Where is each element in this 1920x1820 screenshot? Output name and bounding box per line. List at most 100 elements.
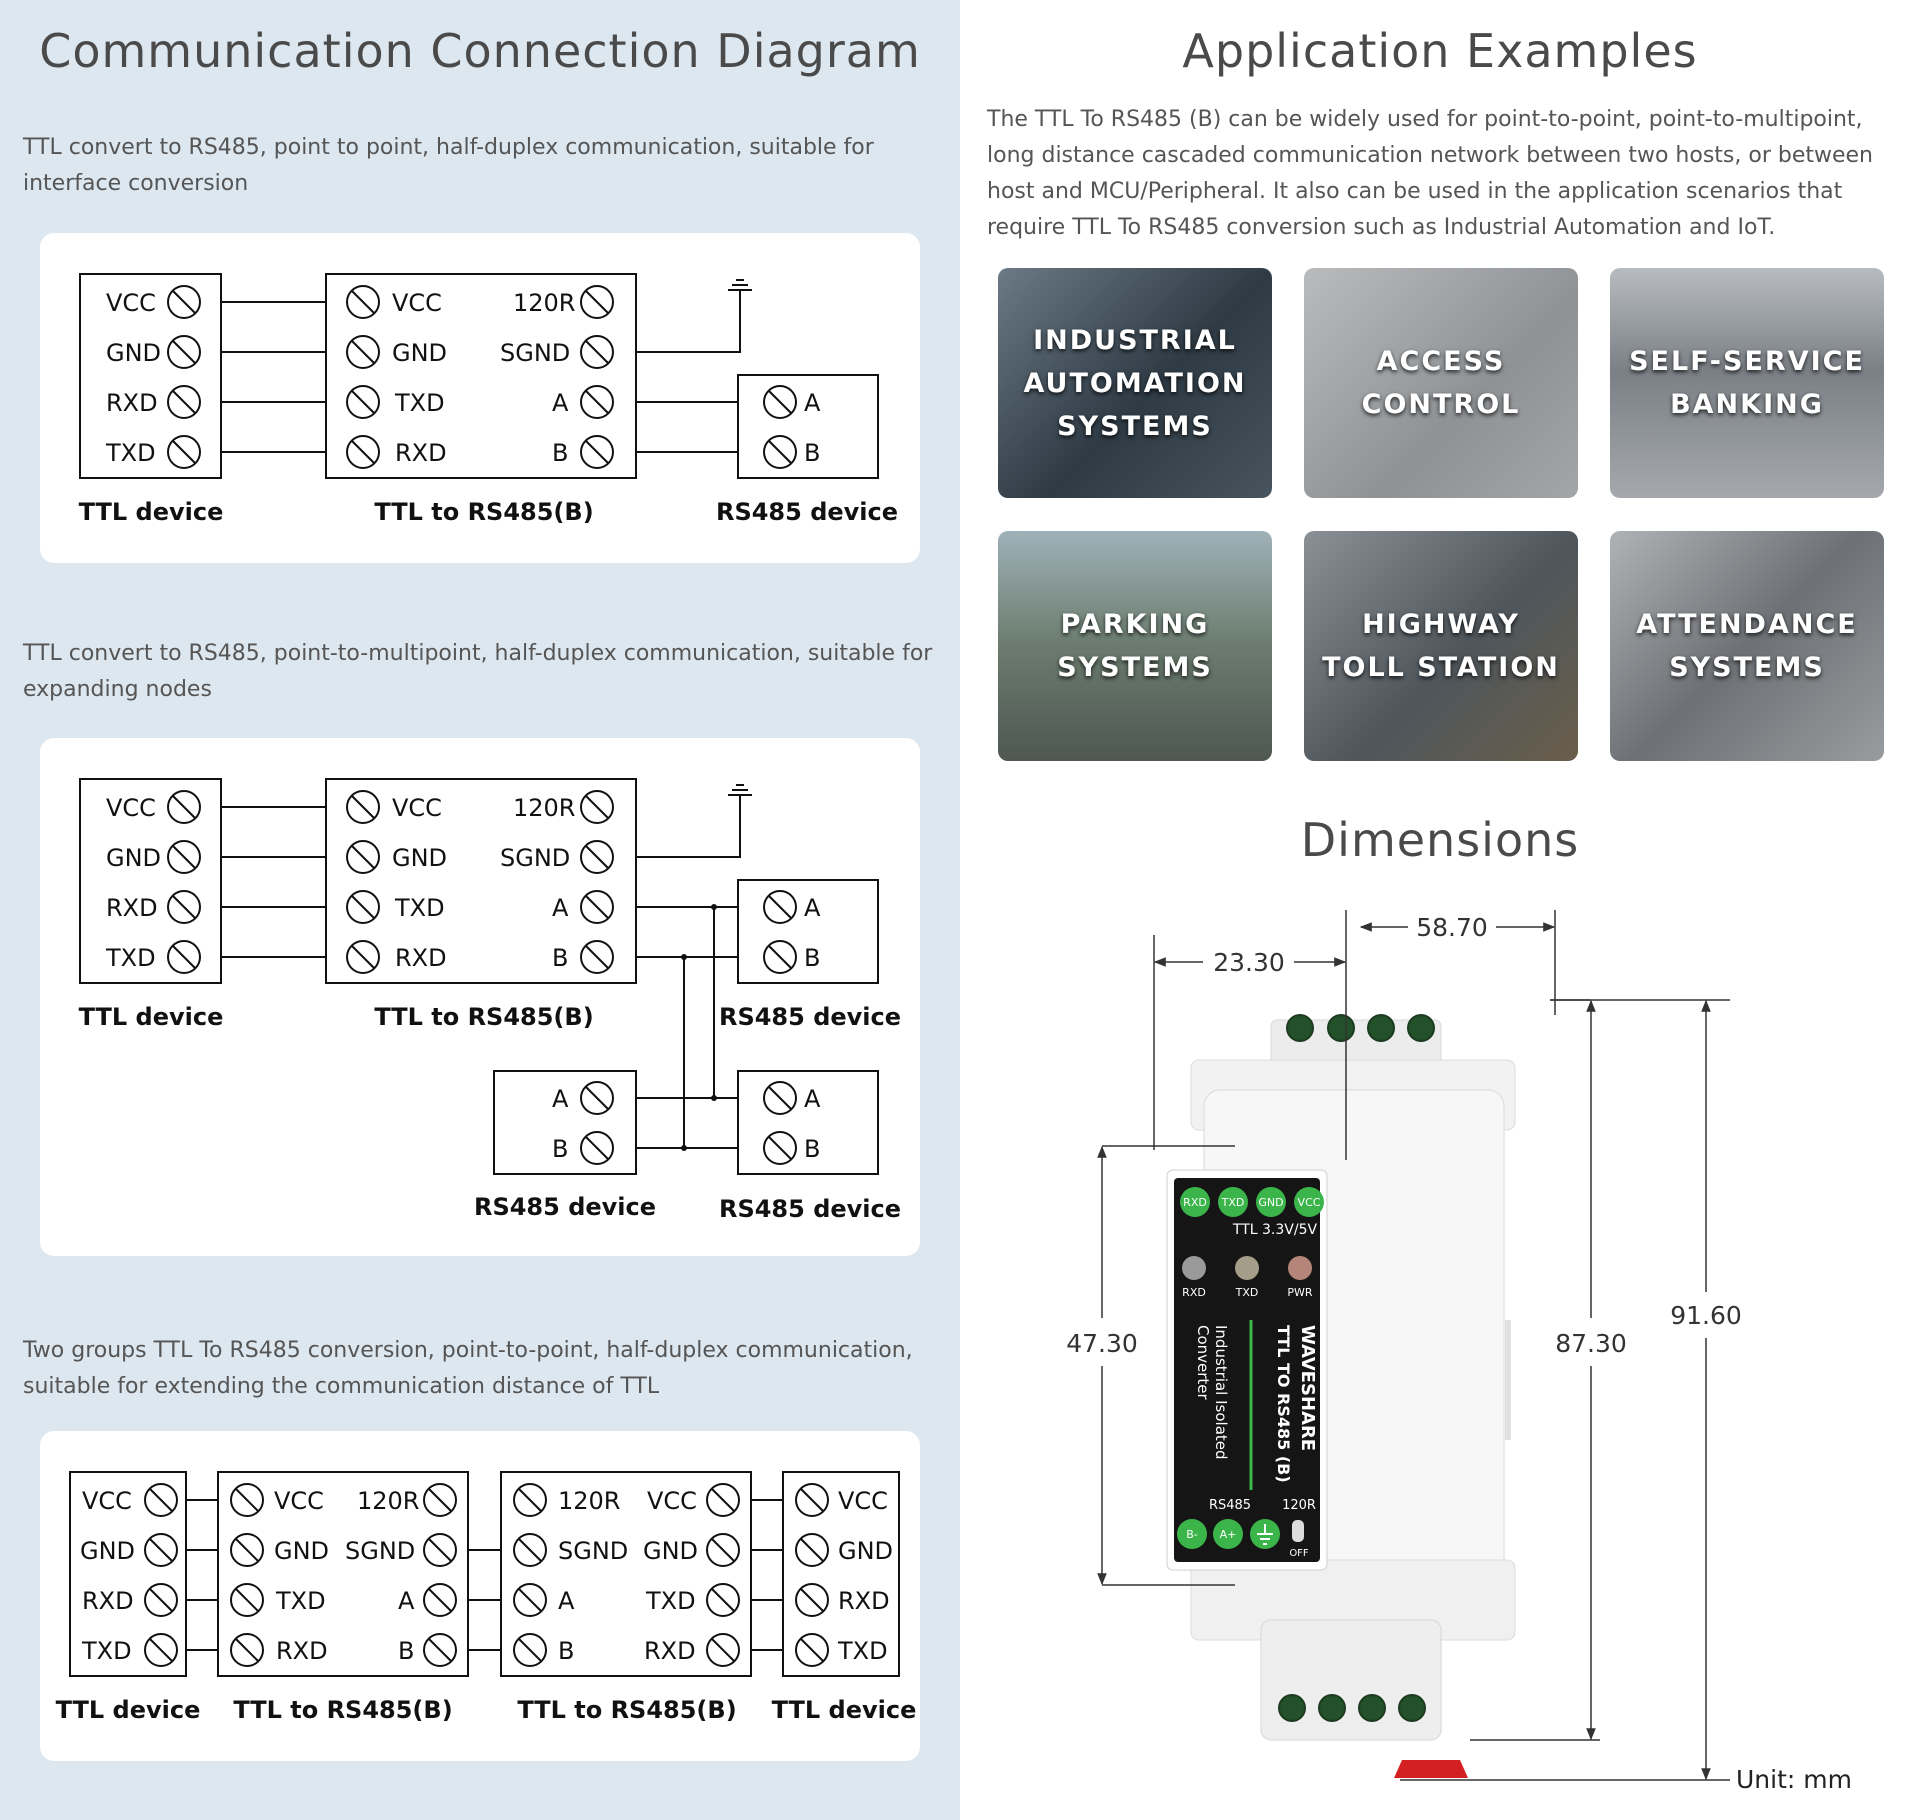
terminal-screw-icon	[167, 790, 797, 1165]
pin-label: VCC	[392, 289, 442, 317]
termination-switch	[1292, 1520, 1304, 1542]
pin-label: GND	[80, 1537, 135, 1565]
pin-label: B	[558, 1637, 574, 1665]
status-led	[1182, 1256, 1312, 1280]
tile-photo	[1610, 531, 1884, 761]
pin-label: B	[804, 439, 820, 467]
pin-label: GND	[392, 339, 447, 367]
device-pin-label: B-	[1186, 1528, 1198, 1541]
pin-label: B	[552, 944, 568, 972]
tile-label: PARKING SYSTEMS	[1057, 609, 1213, 683]
pin-label: GND	[106, 339, 161, 367]
pin-label: GND	[106, 844, 161, 872]
pin-label: TXD	[394, 894, 445, 922]
pin-label: A	[552, 1085, 569, 1113]
pin-label: B	[804, 944, 820, 972]
dimension-panel-height: 47.30	[1066, 1329, 1138, 1358]
dimension-lines	[1097, 910, 1730, 1781]
device-pin-label: TXD	[1221, 1196, 1245, 1209]
diagram-card-2: VCC GND RXD TXD VCC GND TXD RXD 120R SGN…	[40, 738, 920, 1256]
tile-self-service-banking[interactable]: SELF-SERVICE BANKING	[1610, 268, 1884, 498]
diagram-3: VCC GND RXD TXD VCC GND TXD RXD 120R SGN…	[56, 1471, 917, 1724]
pin-label: RXD	[838, 1587, 890, 1615]
diagram-card-3: VCC GND RXD TXD VCC GND TXD RXD 120R SGN…	[40, 1431, 920, 1761]
device-pin-label: RXD	[1183, 1196, 1207, 1209]
rs485-device-label: RS485 device	[716, 498, 898, 526]
application-panel: Application Examples The TTL To RS485 (B…	[960, 0, 1920, 1820]
device-pin-label: A+	[1220, 1528, 1237, 1541]
converter-label: TTL to RS485(B)	[374, 498, 593, 526]
pin-label: A	[558, 1587, 575, 1615]
tile-attendance-systems[interactable]: ATTENDANCE SYSTEMS	[1610, 531, 1884, 761]
dimensions-title: Dimensions	[1300, 813, 1580, 867]
tile-label: SELF-SERVICE BANKING	[1629, 346, 1865, 420]
pin-label: B	[804, 1135, 820, 1163]
rs485-device-label: RS485 device	[719, 1003, 901, 1031]
pin-label: VCC	[106, 794, 156, 822]
pin-label: RXD	[395, 944, 447, 972]
diagram-desc-3: Two groups TTL To RS485 conversion, poin…	[23, 1338, 913, 1399]
pin-label: VCC	[838, 1487, 888, 1515]
device-model: TTL TO RS485 (B)	[1274, 1325, 1293, 1483]
tile-highway-toll[interactable]: HIGHWAY TOLL STATION	[1304, 531, 1578, 761]
pin-label: B	[552, 439, 568, 467]
application-title: Application Examples	[1182, 24, 1698, 78]
pin-label: RXD	[82, 1587, 134, 1615]
ttl-device-label: TTL device	[772, 1696, 917, 1724]
pin-label: VCC	[392, 794, 442, 822]
tile-industrial-automation[interactable]: INDUSTRIAL AUTOMATION SYSTEMS	[998, 268, 1272, 498]
tile-parking-systems[interactable]: PARKING SYSTEMS	[998, 531, 1272, 761]
led-label: TXD	[1235, 1286, 1259, 1299]
pin-label: 120R	[513, 289, 575, 317]
tile-photo	[998, 531, 1272, 761]
device-pin-label: VCC	[1298, 1196, 1321, 1209]
ttl-device-label: TTL device	[56, 1696, 201, 1724]
dimension-width: 58.70	[1416, 913, 1488, 942]
pin-label: A	[398, 1587, 415, 1615]
pin-label: A	[804, 1085, 821, 1113]
pin-label: SGND	[500, 844, 570, 872]
pin-label: RXD	[106, 894, 158, 922]
tile-access-control[interactable]: ACCESS CONTROL	[1304, 268, 1578, 498]
rs485-device-label: RS485 device	[474, 1193, 656, 1221]
ttl-device-label: TTL device	[79, 1003, 224, 1031]
device-120r-label: 120R	[1282, 1498, 1316, 1513]
pin-label: SGND	[558, 1537, 628, 1565]
tile-photo	[998, 268, 1272, 498]
terminal-screw-icon	[1278, 1014, 1435, 1722]
pin-label: A	[804, 389, 821, 417]
pin-label: RXD	[106, 389, 158, 417]
pin-pad	[1177, 1187, 1324, 1549]
pin-label: TXD	[394, 389, 445, 417]
pin-label: VCC	[647, 1487, 697, 1515]
application-desc: The TTL To RS485 (B) can be widely used …	[987, 107, 1873, 240]
pin-label: A	[804, 894, 821, 922]
ground-icon	[1257, 1524, 1273, 1545]
rs485-device-label: RS485 device	[719, 1195, 901, 1223]
diagram-card-1: VCC GND RXD TXD VCC GND TXD RXD 120R SGN…	[40, 233, 920, 563]
pin-label: VCC	[106, 289, 156, 317]
device-brand: WAVESHARE	[1297, 1325, 1318, 1451]
tile-photo	[1304, 268, 1578, 498]
connection-diagram-panel: Communication Connection Diagram TTL con…	[0, 0, 960, 1820]
pin-label: GND	[643, 1537, 698, 1565]
pin-label: GND	[392, 844, 447, 872]
pin-label: TXD	[275, 1587, 326, 1615]
pin-label: TXD	[837, 1637, 888, 1665]
pin-label: 120R	[357, 1487, 419, 1515]
pin-label: TXD	[81, 1637, 132, 1665]
pin-label: A	[552, 389, 569, 417]
pin-label: 120R	[558, 1487, 620, 1515]
dimension-body-height: 87.30	[1555, 1329, 1627, 1358]
junction-dot	[681, 904, 717, 1151]
pin-label: GND	[274, 1537, 329, 1565]
device-pin-label: GND	[1258, 1196, 1283, 1209]
pin-label: 120R	[513, 794, 575, 822]
tile-photo	[1610, 268, 1884, 498]
led-label: PWR	[1287, 1286, 1313, 1299]
pin-label: VCC	[274, 1487, 324, 1515]
dimension-offset: 23.30	[1213, 948, 1285, 977]
terminal-screw-icon	[167, 285, 797, 469]
led-label: RXD	[1182, 1286, 1206, 1299]
tile-label: ATTENDANCE SYSTEMS	[1636, 609, 1858, 683]
